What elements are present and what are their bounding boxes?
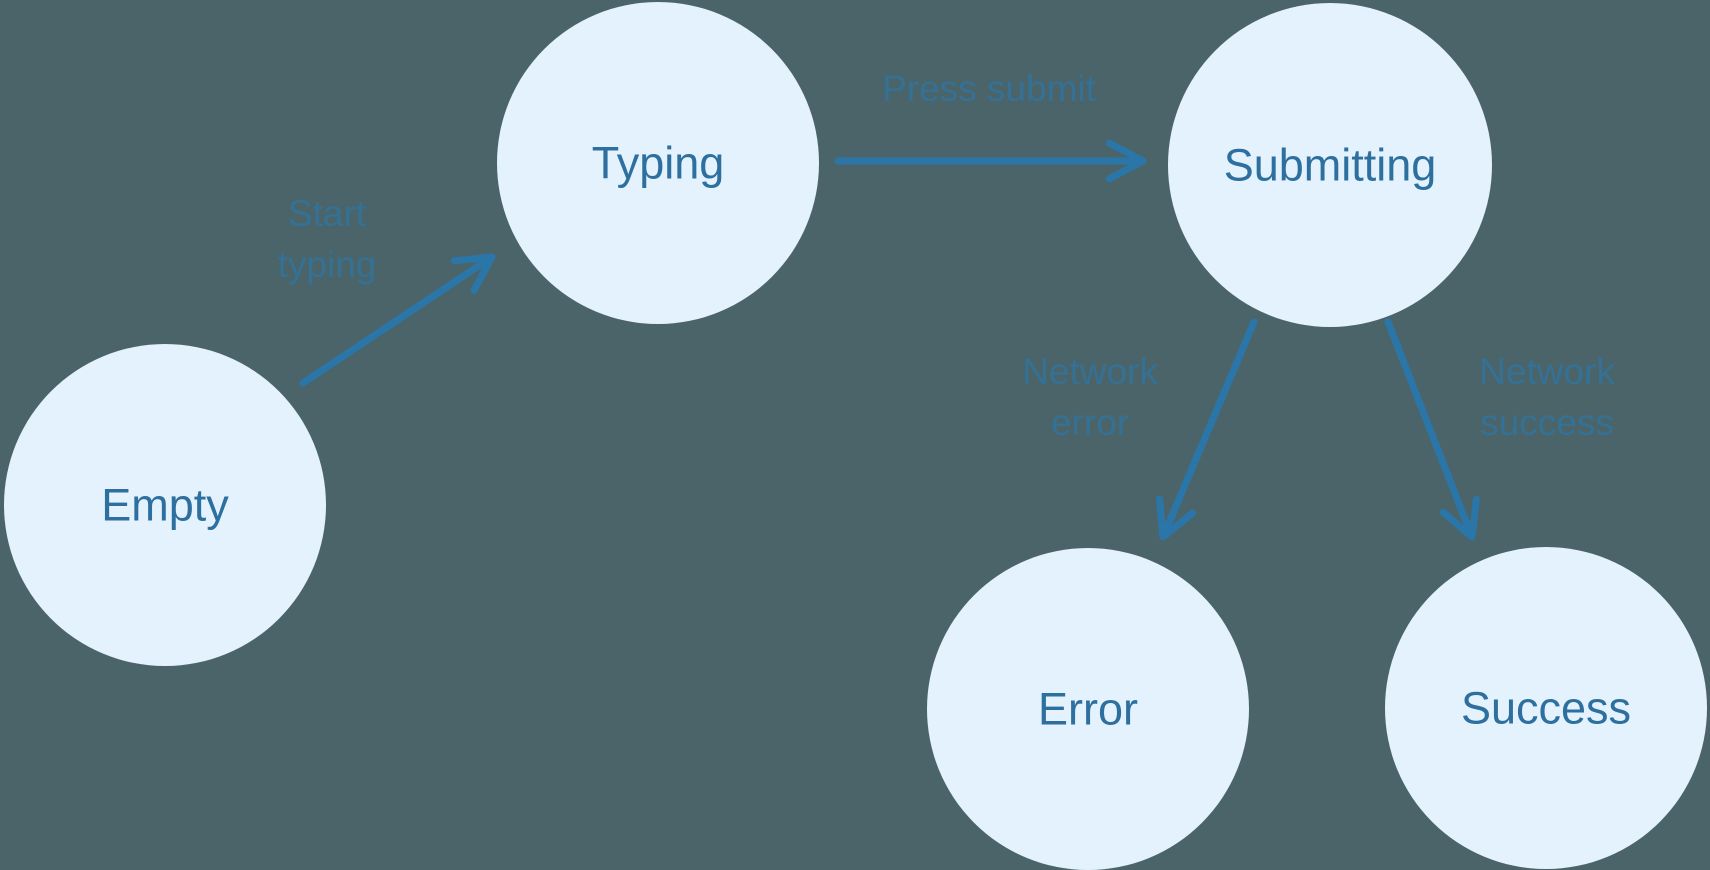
state-label-error: Error xyxy=(1038,684,1138,735)
state-node-empty: Empty xyxy=(4,344,326,666)
transition-arrow-network-success xyxy=(1384,318,1475,538)
state-circle-submitting xyxy=(1168,3,1492,327)
state-label-typing: Typing xyxy=(592,138,725,189)
state-label-submitting: Submitting xyxy=(1224,140,1437,191)
transition-press-submit: Press submit xyxy=(834,68,1147,183)
state-circle-typing xyxy=(497,2,819,324)
transition-arrow-network-error xyxy=(1160,318,1258,538)
arrowhead-icon xyxy=(1156,495,1196,541)
state-node-success: Success xyxy=(1385,547,1707,869)
arrowhead-icon xyxy=(450,253,496,294)
arrowhead-icon xyxy=(1439,495,1480,541)
state-circle-error xyxy=(927,548,1249,870)
state-node-error: Error xyxy=(927,548,1249,870)
state-label-success: Success xyxy=(1461,683,1631,734)
state-label-empty: Empty xyxy=(101,480,229,531)
transition-label-press-submit: Press submit xyxy=(882,68,1097,109)
state-circle-success xyxy=(1385,547,1707,869)
state-node-submitting: Submitting xyxy=(1168,3,1492,327)
state-node-typing: Typing xyxy=(497,2,819,324)
transition-arrow-start-typing xyxy=(299,255,494,387)
state-circle-empty xyxy=(4,344,326,666)
arrowhead-icon xyxy=(1105,139,1147,183)
